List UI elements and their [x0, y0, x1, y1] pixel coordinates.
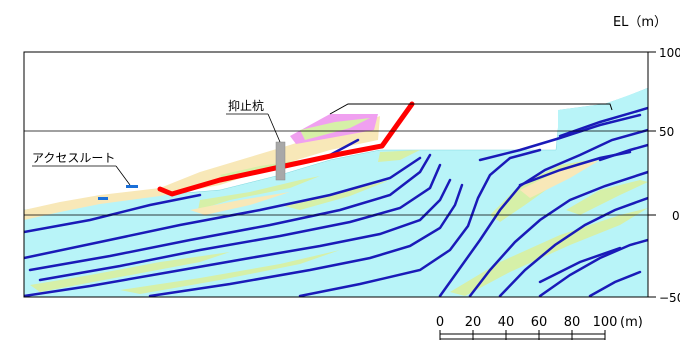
axis-tick-label-0: 0: [672, 209, 680, 223]
scale-tick-label: 80: [564, 315, 581, 330]
scale-tick-label: 100: [593, 315, 618, 330]
scale-unit-label: (m): [620, 315, 643, 330]
bedrock-upper-right: [558, 88, 648, 150]
green-band: [566, 180, 648, 215]
axis-tick-label-50: 50: [659, 125, 674, 139]
sediment-band: [520, 160, 600, 198]
sediment-band: [190, 192, 290, 215]
diagram-frame: [23, 51, 649, 298]
access-route-label: アクセスルート: [32, 151, 115, 165]
green-band: [280, 180, 390, 210]
scale-tick-label: 40: [498, 315, 515, 330]
pile-label: 抑止杭: [228, 98, 264, 113]
access-route-mark: [98, 197, 108, 200]
excavation-outline: [329, 103, 613, 115]
green-band: [300, 118, 370, 140]
axis-unit-label: EL（m）: [613, 15, 667, 30]
scale-bar: [439, 330, 606, 340]
green-band: [378, 150, 420, 162]
green-band: [120, 250, 340, 294]
axis-tick-label-minus50: −50: [659, 291, 680, 305]
scale-tick-label: 0: [436, 315, 444, 330]
sediment-layer: [24, 116, 380, 220]
green-band: [450, 208, 648, 296]
access-route-mark: [126, 185, 138, 188]
axis-tick-label-100: 100: [659, 46, 680, 60]
green-band: [30, 252, 230, 292]
scale-tick-label: 20: [465, 315, 482, 330]
deterrent-pile: [275, 141, 286, 181]
pile-leader: [267, 113, 281, 143]
scale-tick-label: 60: [531, 315, 548, 330]
access-route-leader: [115, 165, 131, 186]
green-band: [198, 176, 320, 210]
fault-lines: [24, 106, 648, 297]
